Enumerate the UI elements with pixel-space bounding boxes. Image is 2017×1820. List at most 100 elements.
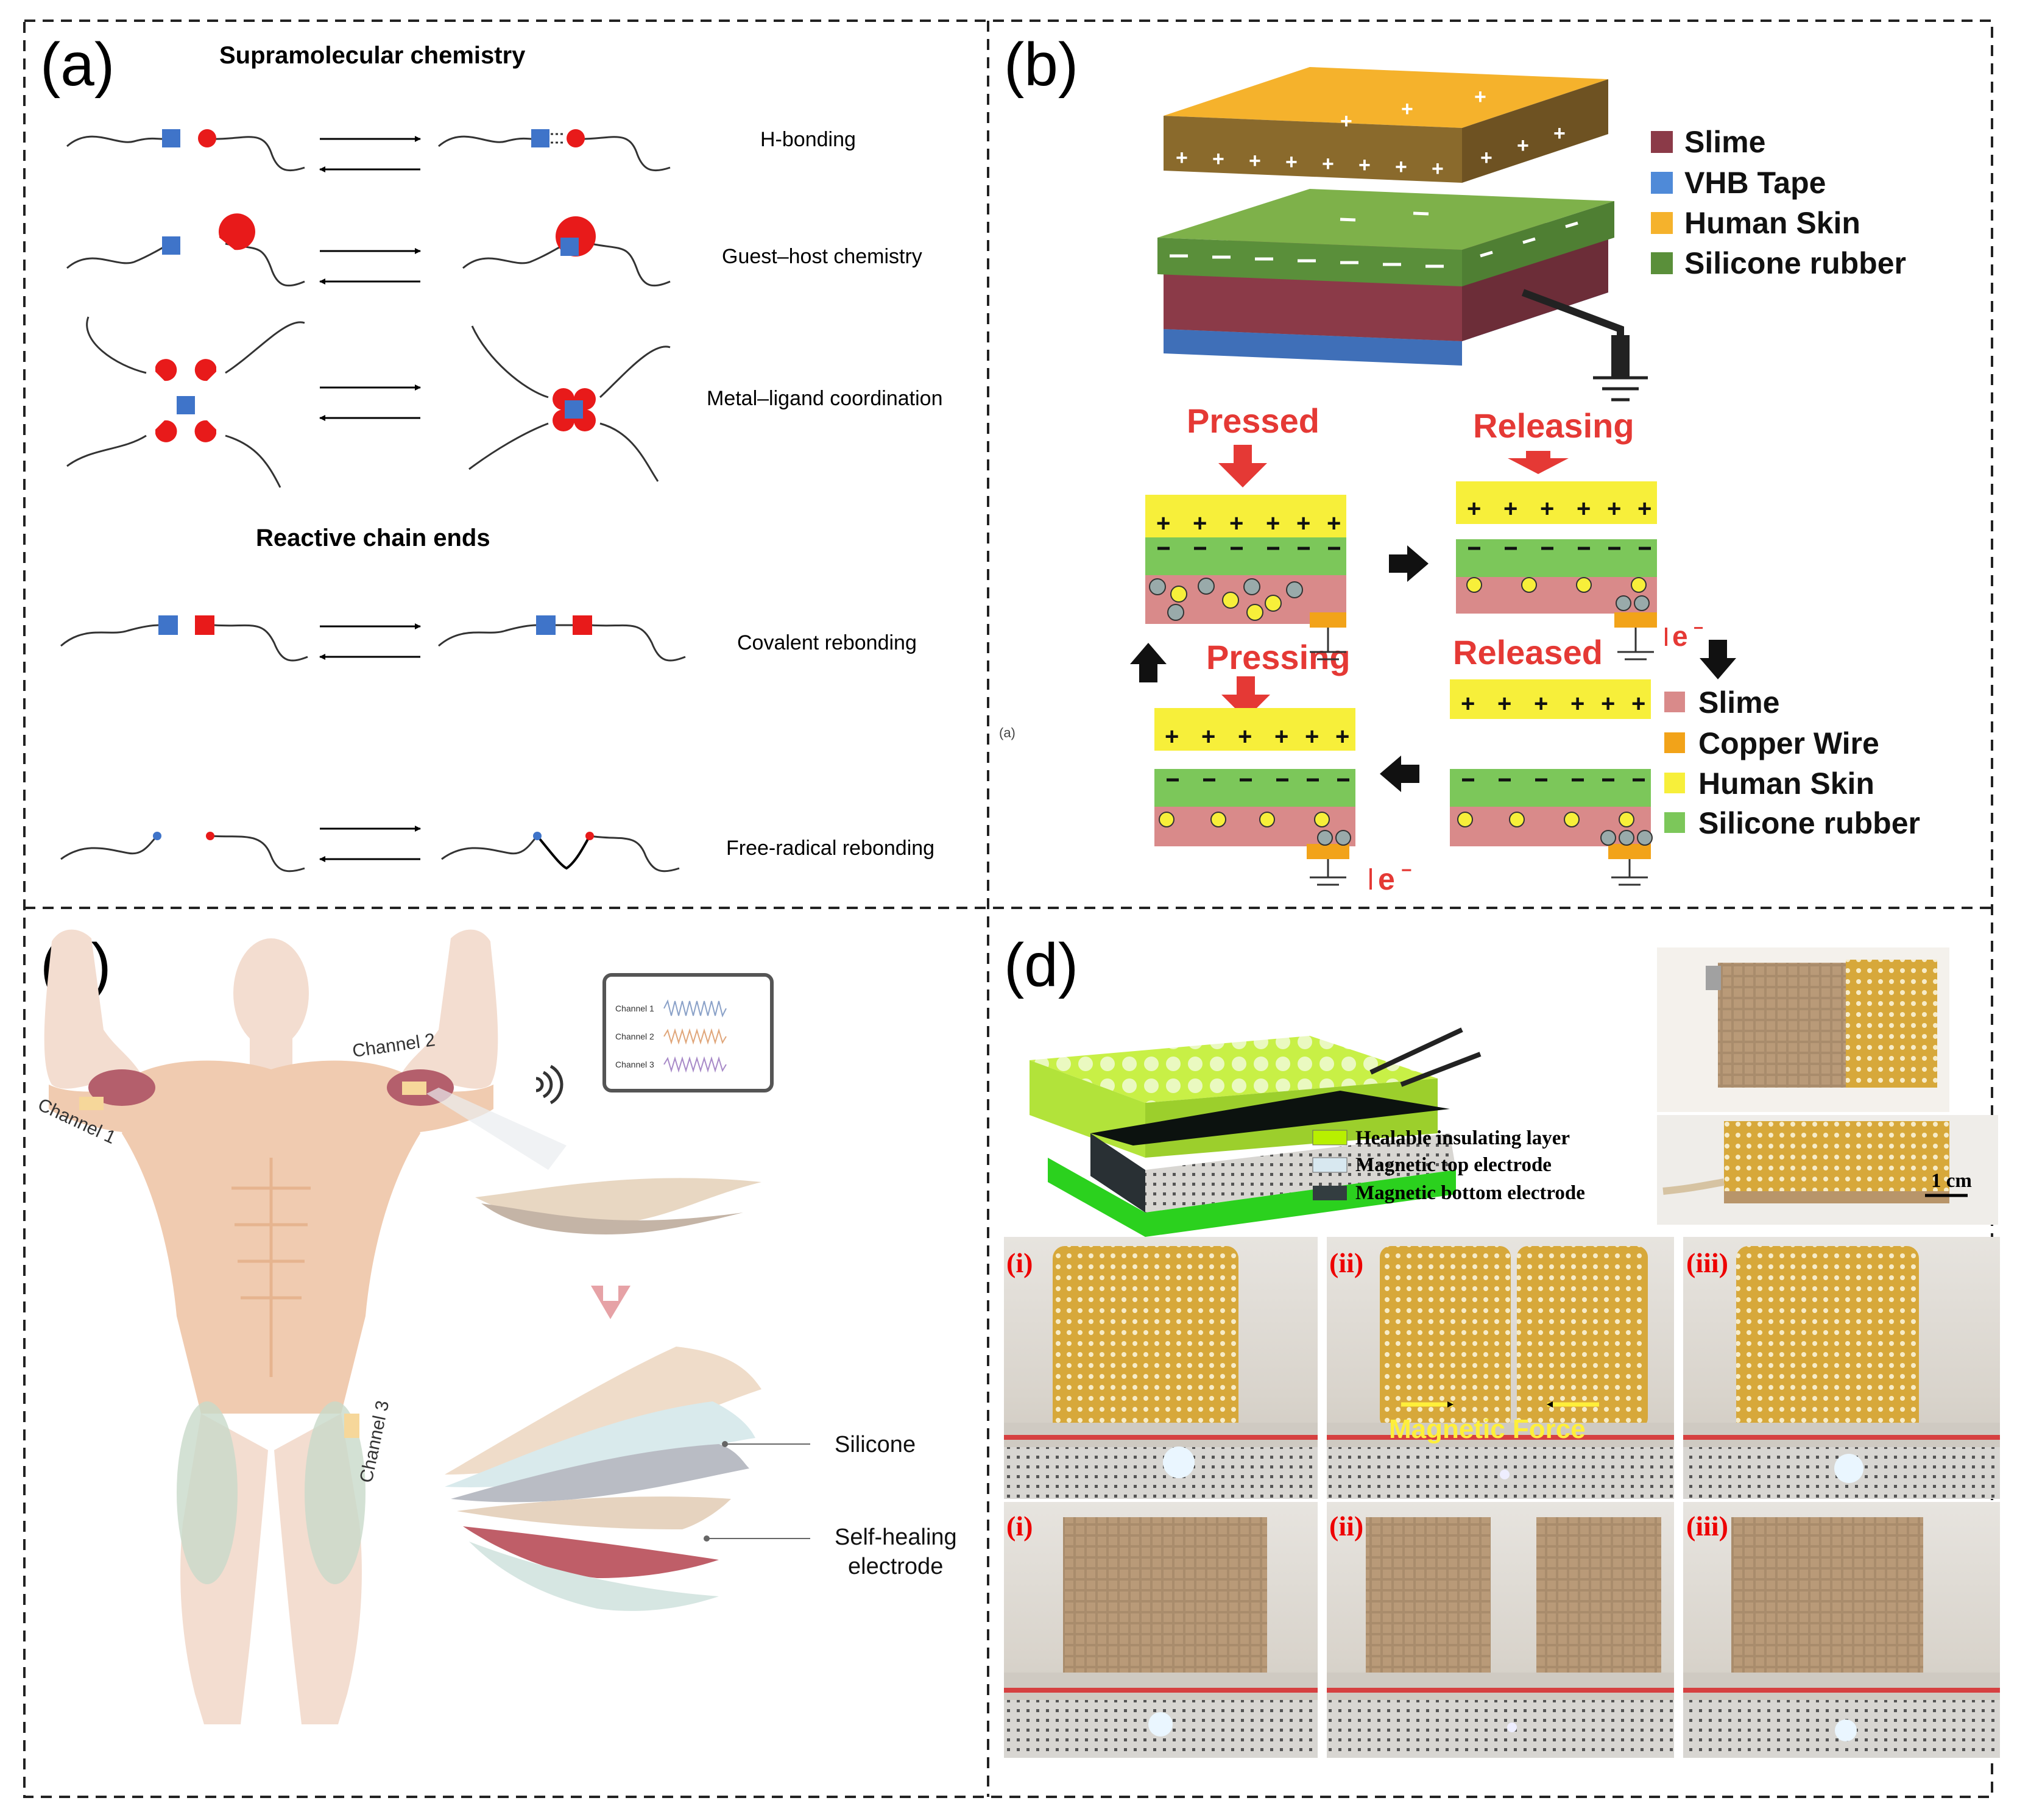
photo-electrode-top-view	[1657, 947, 1949, 1112]
svg-text:+: +	[1305, 723, 1319, 750]
human-body-illustration	[44, 929, 567, 1724]
panel-b-label: (b)	[1004, 30, 1078, 99]
svg-text:+: +	[1637, 495, 1651, 522]
layer-callouts	[704, 1441, 810, 1542]
legend-vhb: VHB Tape	[1684, 166, 1826, 200]
state-released: Released	[1453, 633, 1603, 671]
panel-b: (b)	[999, 30, 1920, 896]
svg-text:+: +	[1296, 510, 1310, 537]
legend2-silicone-swatch	[1664, 812, 1685, 833]
legend-slime: Slime	[1684, 125, 1765, 159]
cell-charge-marks: ++++++ ++++++ ++++++ ++++++	[1156, 495, 1651, 750]
panel-a: (a) Supramolecular chemistry Reactive ch…	[40, 30, 942, 873]
state-releasing: Releasing	[1473, 406, 1634, 445]
svg-text:+: +	[1534, 690, 1548, 717]
device-charges: ++++++++ +++ +++	[1176, 85, 1566, 180]
legend-bottom-electrode: Magnetic bottom electrode	[1355, 1182, 1585, 1204]
panel-a-label: (a)	[40, 30, 115, 99]
svg-text:+: +	[1322, 152, 1334, 175]
monitor-row-3: Channel 3	[615, 1060, 654, 1069]
svg-text:+: +	[1156, 510, 1170, 537]
legend2-silicone: Silicone rubber	[1698, 806, 1920, 840]
svg-text:+: +	[1212, 147, 1224, 171]
down-arrow	[591, 1286, 631, 1319]
scale-bar-label: 1 cm	[1931, 1170, 1972, 1192]
legend-bottom-electrode-swatch	[1313, 1186, 1347, 1200]
h-bond-red-circle-right	[567, 129, 585, 147]
svg-text:+: +	[1193, 510, 1207, 537]
signal-monitor: Channel 1 Channel 2 Channel 3	[602, 973, 774, 1092]
svg-text:+: +	[1577, 495, 1591, 522]
svg-text:+: +	[1631, 690, 1645, 717]
legend-silicone: Silicone rubber	[1684, 246, 1906, 280]
photo-label-iii-bottom: (iii)	[1686, 1510, 1728, 1542]
host-pacman-left	[218, 213, 255, 250]
svg-text:+: +	[1165, 723, 1179, 750]
svg-text:+: +	[1176, 146, 1188, 169]
photo-row-insulating	[1004, 1237, 2000, 1499]
free-radical-diagram	[60, 835, 680, 873]
label-metal-ligand: Metal–ligand coordination	[707, 387, 942, 410]
legend-healable: Healable insulating layer	[1355, 1127, 1570, 1149]
legend2-copper-swatch	[1664, 732, 1685, 753]
legend2-slime-swatch	[1664, 692, 1685, 712]
svg-text:+: +	[1553, 122, 1566, 145]
svg-text:+: +	[1570, 690, 1584, 717]
label-covalent: Covalent rebonding	[737, 631, 917, 654]
cell-pressing	[1154, 708, 1355, 886]
small-mark: (a)	[999, 725, 1016, 740]
covalent-blue-right	[536, 615, 556, 635]
magnetic-array-device	[1030, 1027, 1482, 1237]
metal-ligand-diagram	[66, 316, 671, 488]
svg-text:+: +	[1229, 510, 1243, 537]
teng-device-exploded	[1157, 67, 1648, 402]
electron-label-1: e	[1672, 620, 1688, 652]
legend-healable-swatch	[1312, 1130, 1348, 1145]
legend2-slime: Slime	[1698, 685, 1779, 720]
panel-borders	[23, 19, 1993, 1798]
electron-label-2: e	[1378, 862, 1395, 896]
photo-row-electrode	[1004, 1502, 2000, 1758]
photo-label-ii-top: (ii)	[1329, 1247, 1363, 1278]
cell-released	[1450, 679, 1651, 886]
svg-text:+: +	[1274, 723, 1288, 750]
legend-skin-swatch	[1651, 212, 1673, 234]
panel-a-section2-title: Reactive chain ends	[256, 525, 490, 551]
svg-text:+: +	[1461, 690, 1475, 717]
svg-text:+: +	[1503, 495, 1517, 522]
h-bonding-diagram	[66, 135, 671, 172]
svg-text:+: +	[1517, 134, 1529, 157]
covalent-red-right	[573, 615, 592, 635]
legend2-skin-swatch	[1664, 773, 1685, 793]
svg-text:+: +	[1335, 723, 1349, 750]
svg-text:+: +	[1201, 723, 1215, 750]
state-pressing: Pressing	[1206, 638, 1351, 676]
svg-text:+: +	[1480, 146, 1492, 169]
label-free-radical: Free-radical rebonding	[726, 837, 934, 860]
monitor-row-2: Channel 2	[615, 1032, 654, 1041]
legend-vhb-swatch	[1651, 172, 1673, 194]
legend-silicone-swatch	[1651, 252, 1673, 274]
photo-label-i-bottom: (i)	[1006, 1510, 1033, 1542]
panel-d-legend: Healable insulating layer Magnetic top e…	[1312, 1127, 1585, 1204]
svg-text:+: +	[1540, 495, 1554, 522]
state-pressed: Pressed	[1187, 402, 1319, 440]
cell-ions	[1149, 577, 1653, 846]
svg-text:+: +	[1607, 495, 1621, 522]
panel-d-label: (d)	[1004, 931, 1078, 999]
monitor-row-1: Channel 1	[615, 1004, 654, 1013]
label-guest-host: Guest–host chemistry	[722, 245, 922, 268]
guest-blue-square-right	[560, 238, 579, 256]
device-negative-charges	[1170, 211, 1578, 268]
legend2-skin: Human Skin	[1698, 767, 1874, 801]
photo-label-iii-top: (iii)	[1686, 1247, 1728, 1278]
h-bond-red-circle-left	[198, 129, 216, 147]
svg-text:+: +	[1395, 155, 1407, 179]
equilibrium-arrows	[319, 136, 421, 862]
svg-text:−: −	[1401, 860, 1412, 880]
panel-a-section1-title: Supramolecular chemistry	[219, 42, 526, 69]
label-h-bonding: H-bonding	[760, 128, 856, 151]
svg-text:+: +	[1358, 154, 1371, 177]
ligand-pacmen-left	[155, 359, 216, 442]
